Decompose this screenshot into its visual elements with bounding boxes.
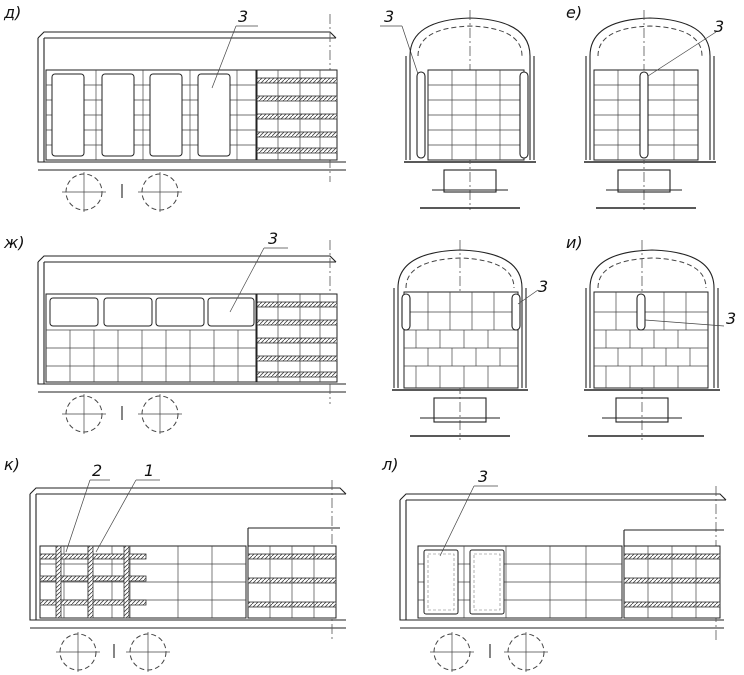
- load-grid-l: [417, 545, 623, 619]
- bogie-v3: [410, 397, 510, 437]
- panel-letter-i: и): [566, 233, 583, 252]
- load-grid-k: [39, 545, 247, 619]
- bogie-v1: [420, 169, 520, 209]
- end-view-1: 3: [380, 7, 536, 210]
- callout-d-3: 3: [238, 7, 248, 26]
- panel-l: л): [381, 455, 727, 672]
- end-view-3: 3: [392, 240, 548, 440]
- panel-e: е) 3: [566, 3, 724, 210]
- wheelset-l: [430, 632, 548, 672]
- panel-i: и) 3: [566, 233, 736, 440]
- wheelset-d: [62, 172, 182, 212]
- callout-l-3: 3: [478, 467, 488, 486]
- panel-letter-d: д): [3, 3, 21, 22]
- panel-letter-k: к): [4, 455, 20, 474]
- panel-d: д): [3, 3, 346, 212]
- callout-v1-3: 3: [384, 7, 394, 26]
- bogie-i: [588, 397, 704, 437]
- panel-k: к): [4, 455, 347, 672]
- rolled-load-l: [623, 529, 724, 619]
- rolled-load-d: [256, 69, 338, 161]
- rolled-load-zh: [256, 293, 338, 383]
- callout-zh-3: 3: [268, 229, 278, 248]
- panel-letter-zh: ж): [3, 233, 25, 252]
- wheelset-k: [56, 632, 170, 672]
- wheelset-zh: [62, 394, 182, 434]
- callout-i-3: 3: [726, 309, 736, 328]
- panel-letter-l: л): [381, 455, 398, 474]
- bogie-e: [596, 169, 696, 209]
- callout-e-3: 3: [714, 17, 724, 36]
- panel-zh: ж): [3, 229, 346, 434]
- load-grid-d: [45, 69, 257, 161]
- callout-k-2: 2: [92, 461, 102, 480]
- callout-k-1: 1: [144, 461, 154, 480]
- panel-letter-e: е): [566, 3, 582, 22]
- load-grid-zh: [45, 293, 257, 383]
- rolled-load-k: [247, 527, 340, 619]
- callout-v3-3: 3: [538, 277, 548, 296]
